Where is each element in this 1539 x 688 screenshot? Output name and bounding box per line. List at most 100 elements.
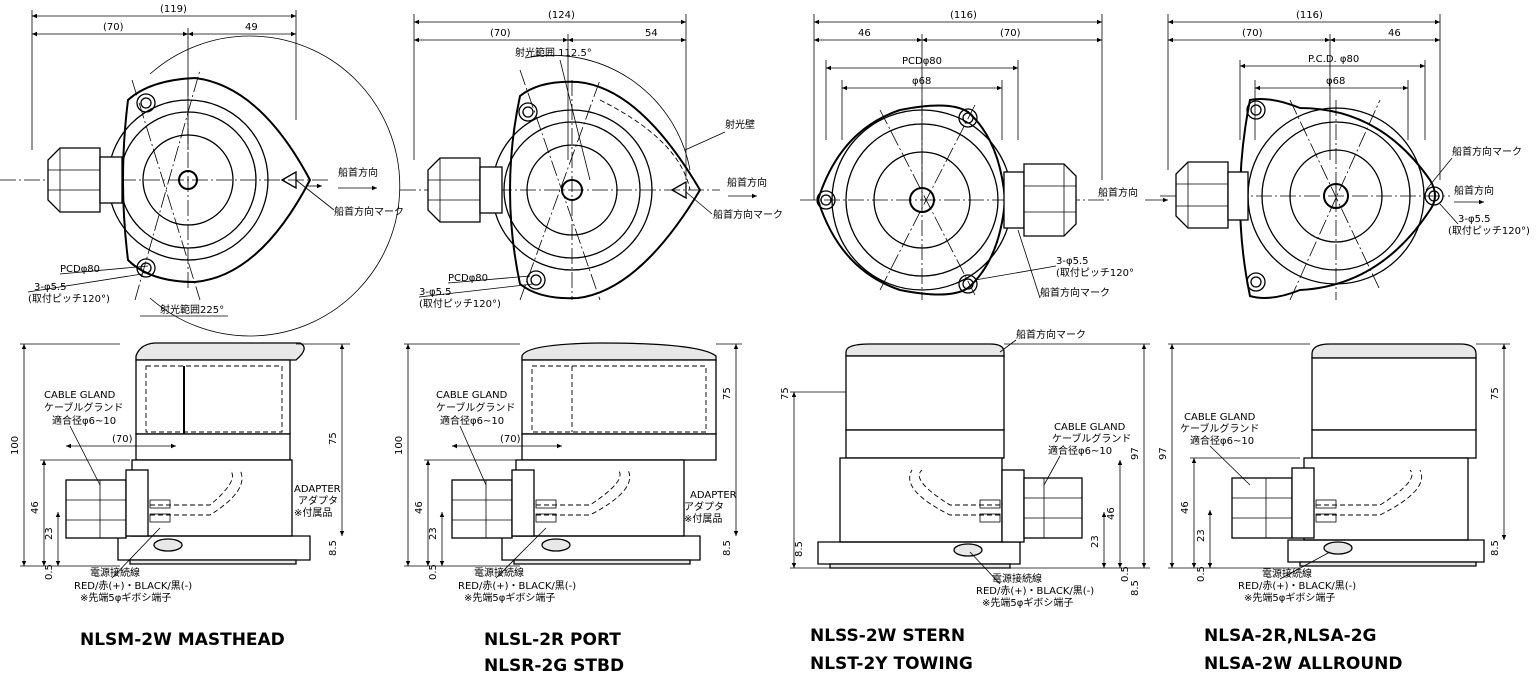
dim-total-height: 97 — [1158, 447, 1169, 460]
bow-mark-label: 船首方向マーク — [713, 208, 783, 221]
dim-total-height: 100 — [394, 436, 405, 455]
range-label: 射光範囲225° — [160, 303, 224, 316]
model-caption-masthead: NLSM-2W MASTHEAD — [80, 630, 285, 650]
dim-overall: (116) — [1296, 10, 1323, 21]
range-label: 射光範囲 112.5° — [515, 46, 592, 59]
dim-upper-height: 75 — [722, 387, 733, 400]
dim-pcd: PCDφ80 — [902, 56, 942, 67]
dim-foot: 0.5 — [44, 564, 55, 580]
gland-jp: ケーブルグランド — [1180, 422, 1259, 435]
adapter-jp: アダプタ — [298, 494, 338, 507]
bow-mark-label: 船首方向マーク — [1016, 328, 1086, 341]
gland-jp: ケーブルグランド — [1052, 432, 1131, 445]
dim-offset: (70) — [112, 434, 133, 445]
dim-base-height: 46 — [1180, 501, 1191, 514]
dim-flange-right: 8.5 — [1130, 580, 1141, 596]
bow-mark-label: 船首方向マーク — [1040, 286, 1110, 299]
side-view-port-stbd: 100 46 23 0.5 75 8.5 (70) CABLE GLAND ケー… — [394, 342, 742, 604]
dim-left-height: 75 — [780, 387, 791, 400]
gland-jp: ケーブルグランド — [44, 401, 123, 414]
holes-label: 3-φ5.5 — [1056, 256, 1088, 267]
wire-term: ※先端5φギボシ端子 — [1244, 591, 1335, 604]
dim-right: 54 — [645, 28, 658, 39]
gland-jp: ケーブルグランド — [436, 401, 515, 414]
side-view-masthead: 100 46 23 0.5 75 8.5 (70) CABLE GLAND ケー… — [10, 342, 350, 604]
dim-overall: (124) — [548, 10, 575, 21]
top-view-port-stbd: (124) (70) 54 射光範囲 112.5° 射光壁 船首方向 船首方向マ… — [400, 10, 783, 310]
wire-term: ※先端5φギボシ端子 — [80, 591, 171, 604]
wall-label: 射光壁 — [725, 118, 755, 131]
dim-low-height: 23 — [1090, 535, 1101, 548]
top-view-allround: (116) (70) 46 P.C.D. φ80 φ68 船首方向マーク 船首方… — [1160, 10, 1530, 301]
pitch-label: (取付ピッチ120°) — [419, 297, 501, 310]
holes-label: 3-φ5.5 — [1458, 214, 1490, 225]
wire-title: 電源接続線 — [992, 572, 1042, 585]
pcd-label: PCDφ80 — [448, 273, 488, 284]
dim-upper-height: 75 — [328, 432, 339, 445]
dim-total-height: 100 — [10, 436, 21, 455]
side-view-allround: 97 46 23 0.5 75 8.5 CABLE GLAND ケーブルグランド… — [1158, 343, 1510, 604]
pitch-label: (取付ピッチ120°) — [1448, 224, 1530, 237]
dim-low-height: 23 — [428, 527, 439, 540]
pitch-label: (取付ピッチ120° — [1056, 266, 1134, 279]
dim-left: 46 — [858, 28, 871, 39]
gland-dia: 適合径φ6~10 — [1190, 434, 1254, 447]
wire-term: ※先端5φギボシ端子 — [464, 591, 555, 604]
dim-offset: (70) — [500, 434, 521, 445]
gland-en: CABLE GLAND — [1054, 422, 1126, 433]
dim-base-height: 46 — [1106, 507, 1117, 520]
dim-pcd: P.C.D. φ80 — [1308, 54, 1359, 65]
gland-en: CABLE GLAND — [436, 390, 508, 401]
adapter-note: ※付属品 — [684, 512, 722, 525]
wire-title: 電源接続線 — [90, 566, 140, 579]
dim-foot: 0.5 — [1196, 566, 1207, 582]
holes-label: 3-φ5.5 — [419, 287, 451, 298]
pcd-label: PCDφ80 — [60, 264, 100, 275]
dim-inner: φ68 — [912, 76, 931, 87]
model-caption-port: NLSL-2R PORT — [484, 630, 621, 650]
gland-dia: 適合径φ6~10 — [1048, 444, 1112, 457]
dim-foot: 0.5 — [1120, 566, 1131, 582]
top-view-masthead: (119) (70) 49 船首方向 船首方向マーク PCDφ80 3-φ5.5… — [0, 4, 404, 337]
bow-label: 船首方向 — [727, 176, 767, 189]
dim-right: 49 — [245, 22, 258, 33]
gland-dia: 適合径φ6~10 — [440, 414, 504, 427]
gland-en: CABLE GLAND — [1184, 412, 1256, 423]
adapter-en: ADAPTER — [690, 490, 737, 501]
dim-right: (70) — [1000, 28, 1021, 39]
bow-label: 船首方向 — [1098, 186, 1138, 199]
dim-flange: 8.5 — [722, 540, 733, 556]
holes-label: 3-φ5.5 — [34, 282, 66, 293]
dim-overall: (116) — [950, 10, 977, 21]
dim-base-height: 46 — [30, 501, 41, 514]
bow-label: 船首方向 — [1454, 184, 1494, 197]
wire-title: 電源接続線 — [1262, 567, 1312, 580]
dim-foot: 0.5 — [428, 564, 439, 580]
wire-title: 電源接続線 — [474, 566, 524, 579]
model-caption-stbd: NLSR-2G STBD — [484, 656, 625, 676]
wire-colors: RED/赤(+)・BLACK/黒(-) — [74, 580, 192, 592]
dim-base-height: 46 — [414, 501, 425, 514]
wire-colors: RED/赤(+)・BLACK/黒(-) — [976, 585, 1094, 597]
wire-term: ※先端5φギボシ端子 — [982, 596, 1073, 609]
dim-left: (70) — [1242, 28, 1263, 39]
model-caption-towing: NLST-2Y TOWING — [810, 654, 973, 674]
bow-mark-label: 船首方向マーク — [1452, 145, 1522, 158]
dim-overall: (119) — [160, 4, 187, 15]
dim-left: (70) — [103, 22, 124, 33]
wire-colors: RED/赤(+)・BLACK/黒(-) — [458, 580, 576, 592]
pitch-label: (取付ピッチ120°) — [28, 292, 110, 305]
adapter-en: ADAPTER — [294, 484, 341, 495]
adapter-note: ※付属品 — [294, 506, 332, 519]
adapter-jp: アダプタ — [684, 500, 724, 513]
dim-flange-left: 8.5 — [794, 541, 805, 557]
dim-low-height: 23 — [1196, 529, 1207, 542]
top-view-stern-towing: (116) 46 (70) PCDφ80 φ68 船首方向 3-φ5.5 (取付… — [800, 10, 1168, 300]
gland-dia: 適合径φ6~10 — [52, 414, 116, 427]
side-view-stern-towing: 75 8.5 97 46 23 0.5 8.5 船首方向マーク CABLE GL… — [780, 328, 1150, 609]
model-caption-allround-w: NLSA-2W ALLROUND — [1204, 654, 1403, 674]
dim-right: 46 — [1388, 28, 1401, 39]
model-caption-stern: NLSS-2W STERN — [810, 626, 966, 646]
wire-colors: RED/赤(+)・BLACK/黒(-) — [1238, 580, 1356, 592]
